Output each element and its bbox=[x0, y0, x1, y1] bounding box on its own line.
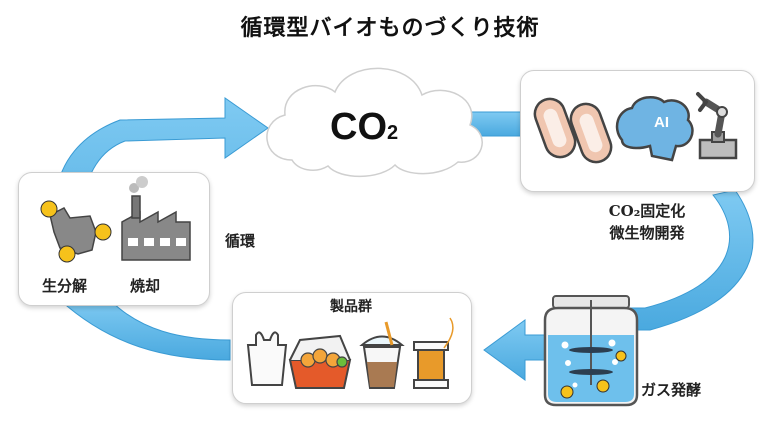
microbe-pacman-icon bbox=[560, 350, 627, 399]
biodegradation-icon bbox=[40, 200, 112, 263]
ai-label: AI bbox=[654, 114, 669, 131]
page-title: 循環型バイオものづくり技術 bbox=[240, 15, 540, 41]
biodegradation-label: 生分解 bbox=[42, 277, 88, 295]
drink-cup-icon bbox=[359, 321, 405, 389]
fermentation-label: ガス発酵 bbox=[641, 381, 702, 399]
bubbles-icon bbox=[561, 339, 618, 391]
fixation-label-line2: 微生物開発 bbox=[609, 224, 685, 242]
co2-text: CO2 bbox=[330, 106, 398, 149]
microbe-icon bbox=[533, 97, 613, 164]
products-label: 製品群 bbox=[330, 299, 372, 315]
arrow-bottom-left-head bbox=[483, 319, 546, 381]
food-box-icon bbox=[288, 334, 352, 389]
thread-spool-icon bbox=[413, 317, 454, 389]
factory-icon bbox=[121, 176, 191, 261]
ai-brain-icon bbox=[615, 95, 694, 162]
fixation-label-line1: CO₂固定化 bbox=[608, 202, 686, 220]
co2-subscript: 2 bbox=[387, 122, 399, 144]
incineration-label: 焼却 bbox=[130, 277, 161, 295]
arrow-bottom-left-band bbox=[58, 299, 231, 361]
plastic-bag-icon bbox=[246, 331, 288, 386]
co2-main: CO bbox=[330, 106, 387, 148]
robot-arm-icon bbox=[696, 92, 738, 160]
cycle-label: 循環 bbox=[225, 232, 256, 250]
